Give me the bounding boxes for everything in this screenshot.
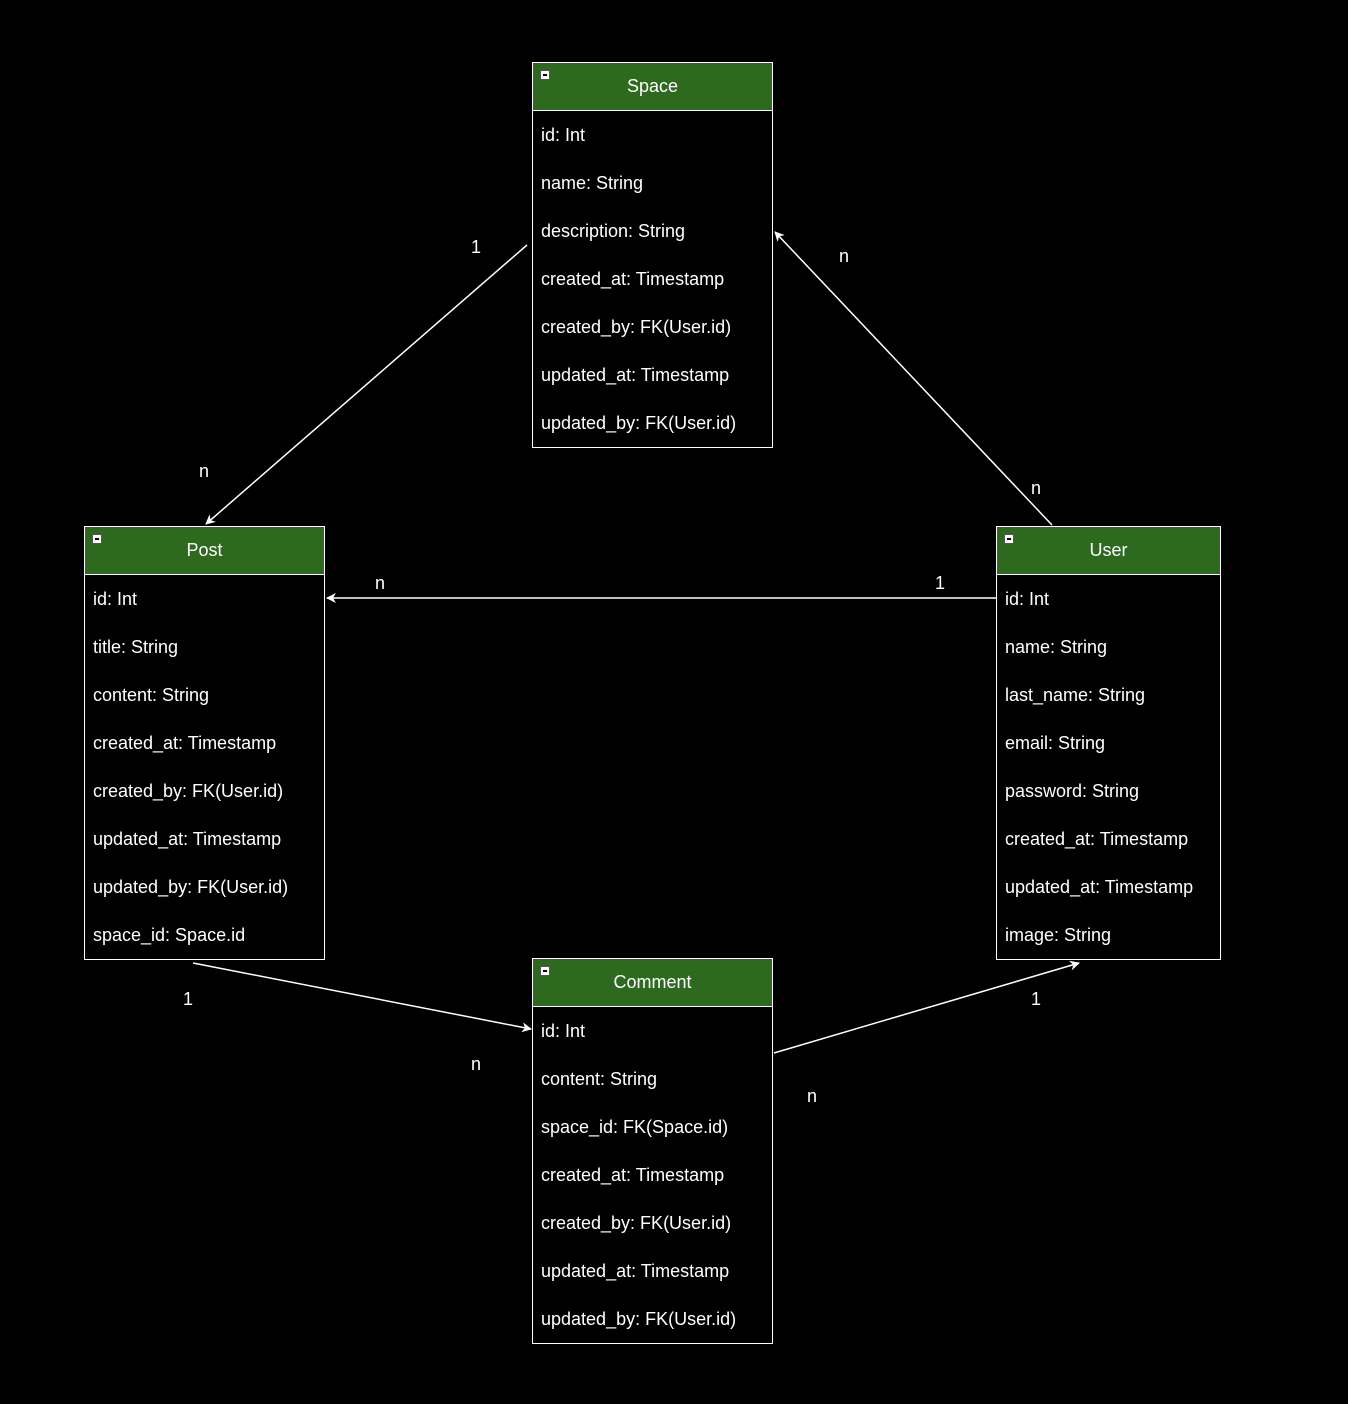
entity-field[interactable]: created_by: FK(User.id) (93, 781, 284, 801)
entity-field[interactable]: id: Int (1005, 589, 1050, 609)
entity-field[interactable]: created_at: Timestamp (541, 1165, 725, 1185)
collapse-icon[interactable] (92, 534, 102, 544)
cardinality-label-comment-user-source: n (806, 1086, 818, 1106)
entity-field[interactable]: title: String (93, 637, 179, 657)
cardinality-label-user-space-target: n (838, 246, 850, 266)
entity-field[interactable]: id: Int (541, 125, 586, 145)
entity-field[interactable]: created_by: FK(User.id) (541, 1213, 732, 1233)
entity-title: Space (626, 76, 679, 96)
entity-field[interactable]: name: String (1005, 637, 1108, 657)
entity-field[interactable]: updated_at: Timestamp (1005, 877, 1194, 897)
entity-field[interactable]: space_id: FK(Space.id) (541, 1117, 729, 1137)
entity-field[interactable]: last_name: String (1005, 685, 1146, 705)
edge-comment-user[interactable] (773, 960, 1080, 1054)
entity-field[interactable]: name: String (541, 173, 644, 193)
entity-header[interactable]: User (997, 527, 1220, 575)
entity-field[interactable]: updated_by: FK(User.id) (93, 877, 289, 897)
entity-field[interactable]: image: String (1005, 925, 1112, 945)
entity-field[interactable]: updated_at: Timestamp (93, 829, 282, 849)
edge-post-comment[interactable] (192, 962, 532, 1033)
cardinality-label-user-post-source: 1 (934, 573, 946, 593)
entity-header[interactable]: Post (85, 527, 324, 575)
collapse-icon[interactable] (540, 966, 550, 976)
cardinality-label-comment-user-target: 1 (1030, 989, 1042, 1009)
entity-post[interactable]: Post id: Int title: String content: Stri… (84, 526, 325, 960)
entity-comment[interactable]: Comment id: Int content: String space_id… (532, 958, 773, 1344)
cardinality-label-post-comment-target: n (470, 1054, 482, 1074)
entity-header[interactable]: Comment (533, 959, 772, 1007)
collapse-icon[interactable] (540, 70, 550, 80)
entity-header[interactable]: Space (533, 63, 772, 111)
entity-field[interactable]: email: String (1005, 733, 1106, 753)
entity-field[interactable]: updated_at: Timestamp (541, 1261, 730, 1281)
entity-title: Comment (613, 972, 692, 992)
entity-title: Post (186, 540, 223, 560)
entity-field[interactable]: id: Int (93, 589, 138, 609)
entity-field[interactable]: updated_by: FK(User.id) (541, 413, 737, 433)
entity-title: User (1089, 540, 1128, 560)
entity-field[interactable]: created_at: Timestamp (93, 733, 277, 753)
entity-field[interactable]: created_at: Timestamp (1005, 829, 1189, 849)
entity-field[interactable]: updated_at: Timestamp (541, 365, 730, 385)
entity-field[interactable]: password: String (1005, 781, 1140, 801)
cardinality-label-space-post-target: n (198, 461, 210, 481)
cardinality-label-post-comment-source: 1 (182, 989, 194, 1009)
entity-field[interactable]: content: String (541, 1069, 658, 1089)
cardinality-label-user-post-target: n (374, 573, 386, 593)
entity-field[interactable]: space_id: Space.id (93, 925, 246, 945)
entity-field[interactable]: created_by: FK(User.id) (541, 317, 732, 337)
entity-user[interactable]: User id: Int name: String last_name: Str… (996, 526, 1221, 960)
collapse-icon[interactable] (1004, 534, 1014, 544)
entity-field[interactable]: created_at: Timestamp (541, 269, 725, 289)
cardinality-label-user-space-source: n (1030, 478, 1042, 498)
entity-field[interactable]: updated_by: FK(User.id) (541, 1309, 737, 1329)
entity-field[interactable]: id: Int (541, 1021, 586, 1041)
edge-space-post[interactable] (205, 244, 528, 525)
cardinality-label-space-post-source: 1 (470, 237, 482, 257)
entity-space[interactable]: Space id: Int name: String description: … (532, 62, 773, 448)
entity-field[interactable]: content: String (93, 685, 210, 705)
entity-field[interactable]: description: String (541, 221, 686, 241)
edge-user-space[interactable] (774, 231, 1053, 526)
